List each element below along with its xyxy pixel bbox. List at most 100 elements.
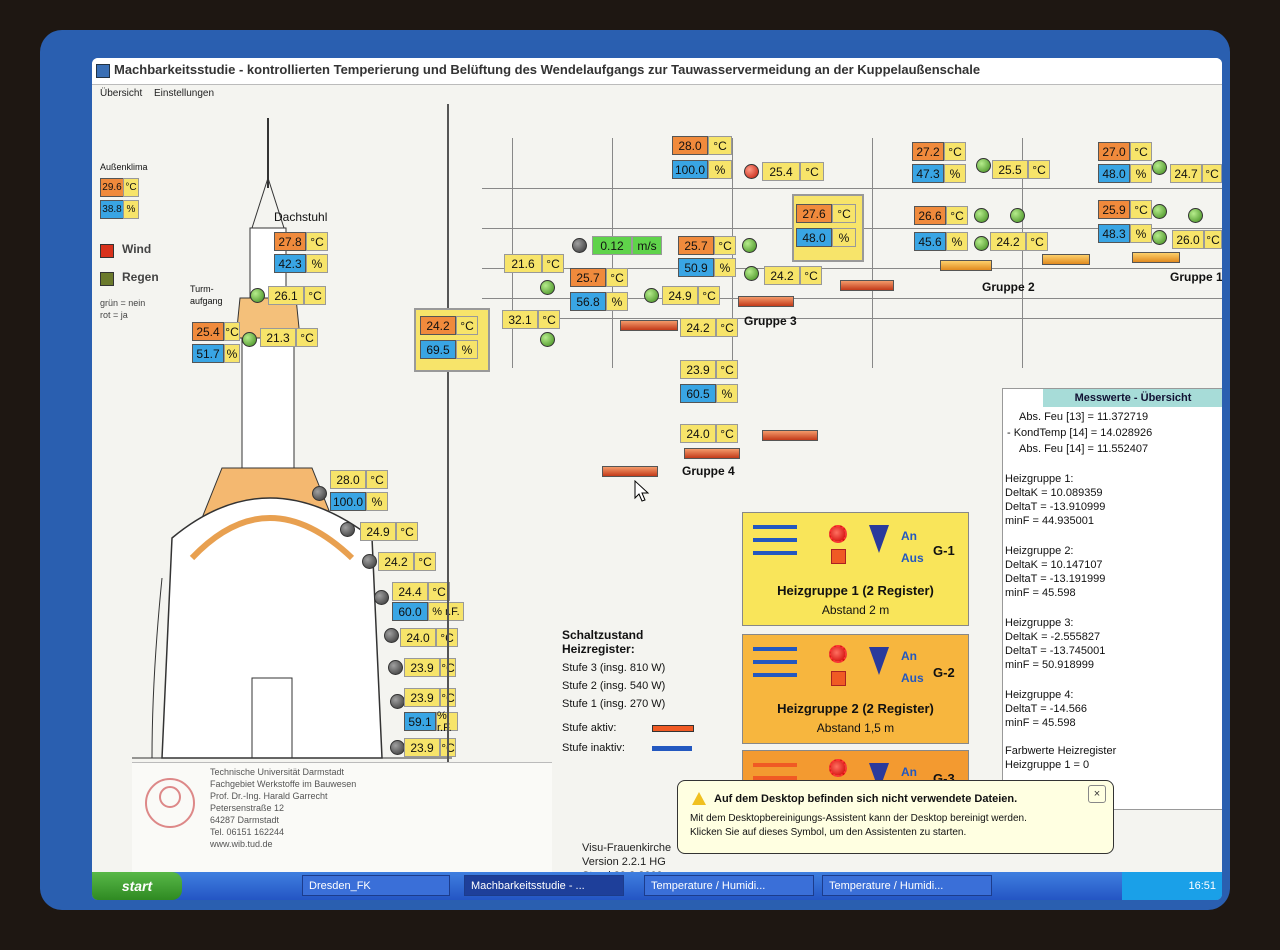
taskbar-item-temperature-2[interactable]: Temperature / Humidi...	[822, 875, 992, 896]
taskbar-item-dresden[interactable]: Dresden_FK	[302, 875, 450, 896]
turm-temp-3: 21.3	[260, 328, 296, 347]
version-app: Visu-Frauenkirche	[582, 842, 672, 854]
unit-c: °C	[714, 236, 736, 255]
messwerte-header: Messwerte - Übersicht	[1043, 389, 1222, 407]
university-footer: Technische Universität Darmstadt Fachgeb…	[132, 762, 552, 873]
power-knob-icon[interactable]	[829, 645, 847, 663]
sensor-temp: 24.0	[680, 424, 716, 443]
status-light-icon	[1152, 204, 1167, 219]
aus-label[interactable]: Aus	[901, 551, 924, 565]
heater-bar	[602, 466, 658, 477]
gruppe-2-label: Gruppe 2	[982, 280, 1035, 294]
power-knob-icon[interactable]	[829, 525, 847, 543]
menu-uebersicht[interactable]: Übersicht	[100, 88, 143, 99]
status-square-icon	[831, 671, 846, 686]
footer-line: Prof. Dr.-Ing. Harald Garrecht	[210, 791, 328, 801]
unit-pct: %	[946, 232, 968, 251]
wind-label: Wind	[122, 242, 152, 256]
unit-c: °C	[123, 178, 139, 197]
sensor-dot-icon	[572, 238, 587, 253]
taskbar-item-machbarkeitsstudie[interactable]: Machbarkeitsstudie - ...	[464, 875, 624, 896]
sensor-dot-icon	[388, 660, 403, 675]
messwert-line: Abs. Feu [13] = 11.372719	[1019, 411, 1149, 423]
status-light-icon	[974, 236, 989, 251]
blueprint-line	[1022, 138, 1023, 368]
sensor-temp: 24.2	[990, 232, 1026, 251]
dome-humidity-4: 60.0	[392, 602, 428, 621]
sensor-temp: 24.2	[764, 266, 800, 285]
aussenklima-label: Außenklima	[100, 162, 148, 172]
dachstuhl-temp: 27.8	[274, 232, 306, 251]
unit-pct: %	[832, 228, 856, 247]
unit-c: °C	[396, 522, 418, 541]
version-number: Version 2.2.1 HG	[582, 856, 666, 868]
heizgruppe-1-panel[interactable]: An Aus G-1 Heizgruppe 1 (2 Register) Abs…	[742, 512, 969, 626]
unit-pct: %	[456, 340, 478, 359]
dome-temp-7: 23.9	[404, 688, 440, 707]
status-light-icon	[540, 332, 555, 347]
sensor-temp: 24.7	[1170, 164, 1202, 183]
sensor-temp: 25.9	[1098, 200, 1130, 219]
wind-indicator-icon	[100, 244, 114, 258]
notification-balloon[interactable]: Auf dem Desktop befinden sich nicht verw…	[677, 780, 1114, 854]
unit-c: °C	[1204, 230, 1222, 249]
stufe-aktiv-label: Stufe aktiv:	[562, 722, 617, 734]
aus-label[interactable]: Aus	[901, 671, 924, 685]
unit-c: °C	[414, 552, 436, 571]
menu-einstellungen[interactable]: Einstellungen	[154, 88, 215, 99]
dome-temp-4: 24.4	[392, 582, 428, 601]
dome-temp-1: 28.0	[330, 470, 366, 489]
sensor-humidity: 48.0	[796, 228, 832, 247]
messwert-line: Heizgruppe 2:	[1005, 545, 1074, 557]
warning-icon	[692, 792, 706, 805]
app-window: Machbarkeitsstudie - kontrollierten Temp…	[92, 58, 1222, 900]
start-button[interactable]: start	[92, 872, 182, 900]
sensor-humidity: 69.5	[420, 340, 456, 359]
messwert-line: Heizgruppe 1:	[1005, 473, 1074, 485]
sensor-temp: 24.9	[662, 286, 698, 305]
stufe-aktiv-swatch	[652, 725, 694, 732]
funnel-icon	[869, 647, 889, 675]
sensor-temp: 26.6	[914, 206, 946, 225]
turmaufgang-label-2: aufgang	[190, 296, 223, 306]
balloon-body-2: Klicken Sie auf dieses Symbol, um den As…	[690, 827, 967, 838]
unit-c: °C	[1028, 160, 1050, 179]
footer-line: 64287 Darmstadt	[210, 815, 280, 825]
stufe-1-label: Stufe 1 (insg. 270 W)	[562, 698, 666, 710]
unit-pct: %	[714, 258, 736, 277]
unit-c: °C	[716, 318, 738, 337]
status-light-icon	[242, 332, 257, 347]
unit-ms: m/s	[632, 236, 662, 255]
heater-bar	[1042, 254, 1090, 265]
unit-c: °C	[306, 232, 328, 251]
heizgruppe-2-panel[interactable]: An Aus G-2 Heizgruppe 2 (2 Register) Abs…	[742, 634, 969, 744]
panel-divider	[447, 104, 449, 780]
heater-bar	[1132, 252, 1180, 263]
taskbar-item-temperature-1[interactable]: Temperature / Humidi...	[644, 875, 814, 896]
power-knob-icon[interactable]	[829, 759, 847, 777]
an-label[interactable]: An	[901, 765, 917, 779]
balloon-body-1: Mit dem Desktopbereinigungs-Assistent ka…	[690, 813, 1027, 824]
an-label[interactable]: An	[901, 529, 917, 543]
dome-temp-6: 23.9	[404, 658, 440, 677]
aussen-humidity: 38.8	[100, 200, 124, 219]
sensor-humidity: 47.3	[912, 164, 944, 183]
wind-speed: 0.12	[592, 236, 632, 255]
close-icon[interactable]: ×	[1088, 785, 1106, 803]
unit-c: °C	[606, 268, 628, 287]
blueprint-line	[512, 318, 1222, 319]
status-light-icon	[1188, 208, 1203, 223]
status-light-icon	[976, 158, 991, 173]
panel-name: Heizgruppe 2 (2 Register)	[777, 701, 934, 716]
unit-pct: %	[606, 292, 628, 311]
balloon-title: Auf dem Desktop befinden sich nicht verw…	[714, 793, 1018, 805]
status-light-icon	[644, 288, 659, 303]
heater-bar	[762, 430, 818, 441]
unit-rf: % r.F.	[428, 602, 464, 621]
dome-temp-2: 24.9	[360, 522, 396, 541]
footer-line: Fachgebiet Werkstoffe im Bauwesen	[210, 779, 357, 789]
blueprint-line	[872, 138, 873, 368]
messwert-line: Heizgruppe 3:	[1005, 617, 1074, 629]
unit-pct: %	[708, 160, 732, 179]
an-label[interactable]: An	[901, 649, 917, 663]
